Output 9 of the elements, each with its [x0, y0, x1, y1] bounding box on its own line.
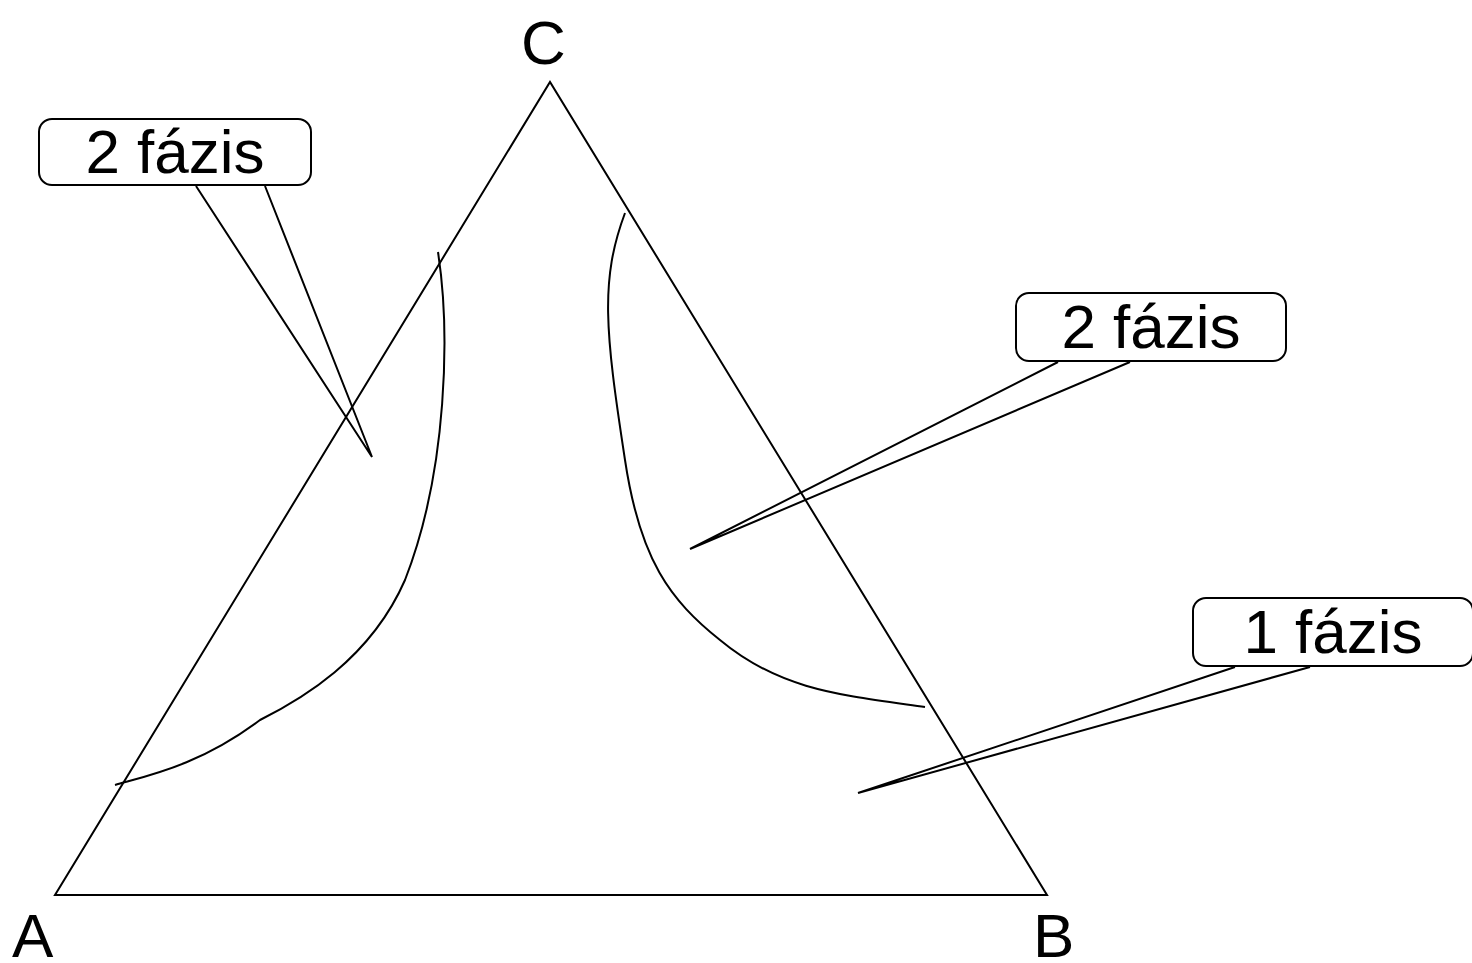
- callout-box: [38, 118, 312, 186]
- callout-text: 1 fázis: [1243, 601, 1423, 663]
- callout-box: [1192, 597, 1472, 667]
- vertex-label: B: [1033, 905, 1075, 963]
- callout-text: 2 fázis: [1061, 296, 1241, 358]
- vertex-label: C: [521, 12, 566, 74]
- callout-text: 2 fázis: [85, 121, 265, 183]
- vertex-label: A: [12, 905, 54, 963]
- callout-box: [1015, 292, 1287, 362]
